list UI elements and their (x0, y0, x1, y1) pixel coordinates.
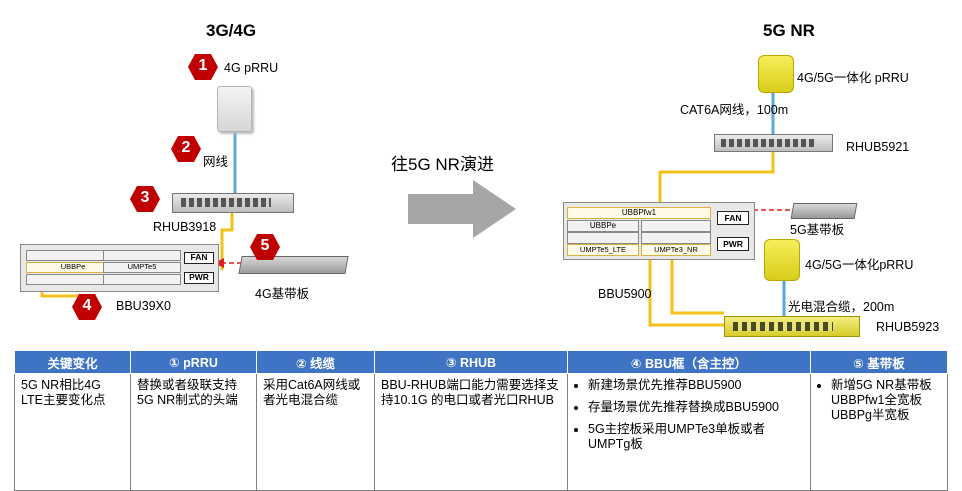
bbu39x0-pwr: PWR (184, 272, 214, 284)
bbu39x0-slot-4 (103, 250, 181, 261)
header-baseband: ⑤ 基带板 (810, 350, 948, 374)
bbu5900-chassis: UBBPfw1 UBBPe UMPTe5_LTE UMPTe3_NR FAN P… (563, 202, 755, 260)
bbu5900-slot-4 (567, 232, 639, 244)
bbu39x0-slot-6 (103, 274, 181, 285)
bbu5900-slot-ubbpe: UBBPe (567, 220, 639, 232)
header-key-change: 关键变化 (14, 350, 131, 374)
table-row: 5G NR相比4G LTE主要变化点 替换或者级联支持5G NR制式的头端 采用… (14, 373, 948, 491)
bbu5900-slot-umpte3: UMPTe3_NR (641, 244, 711, 256)
network-cable-label: 网线 (203, 155, 229, 169)
right-title: 5G NR (763, 21, 815, 40)
left-board-arrow-head (214, 258, 224, 268)
bbu39x0-fan: FAN (184, 252, 214, 264)
bbu5900-slot-5 (641, 232, 711, 244)
4g5g-prru-top-label: 4G/5G一体化 pRRU (797, 71, 909, 85)
left-title: 3G/4G (206, 21, 257, 40)
badge-2: 2 (171, 136, 201, 162)
4g5g-prru-mid-label: 4G/5G一体化pRRU (805, 258, 914, 272)
cat6a-label: CAT6A网线，100m (680, 103, 789, 117)
badge-3: 3 (130, 186, 160, 212)
4g-baseband-label: 4G基带板 (255, 287, 310, 301)
bbu5900-label: BBU5900 (598, 287, 652, 301)
bbu-rhub5923-cable (648, 254, 724, 327)
5g-baseband-label: 5G基带板 (790, 223, 845, 237)
cell-cable: 采用Cat6A网线或者光电混合缆 (256, 373, 375, 491)
key-changes-table: 关键变化 ① pRRU ② 线缆 ③ RHUB ④ BBU框（含主控） ⑤ 基带… (14, 350, 948, 491)
bbu-point-3: 5G主控板采用UMPTe3单板或者UMPTg板 (588, 422, 804, 452)
4g5g-prru-mid-device (764, 239, 800, 281)
rhub3918-device (172, 193, 294, 213)
bbu-rhub5923-cable-2 (670, 254, 724, 315)
rhub5921-label: RHUB5921 (846, 140, 910, 154)
cell-prru: 替换或者级联支持5G NR制式的头端 (130, 373, 257, 491)
header-prru: ① pRRU (130, 350, 257, 374)
bbu-point-1: 新建场景优先推荐BBU5900 (588, 378, 804, 393)
left-rhub-bbu-cable (220, 212, 234, 270)
bbu39x0-slot-umpte5: UMPTe5 (103, 262, 181, 273)
rhub5923-label: RHUB5923 (876, 320, 940, 334)
rhub5923-device (724, 316, 860, 337)
4g5g-prru-top-device (758, 55, 794, 93)
bbu39x0-label: BBU39X0 (116, 299, 171, 313)
bbu-point-2: 存量场景优先推荐替换成BBU5900 (588, 400, 804, 415)
badge-4: 4 (72, 294, 102, 320)
cell-key-change: 5G NR相比4G LTE主要变化点 (14, 373, 131, 491)
baseband-point-1: 新增5G NR基带板UBBPfw1全宽板UBBPg半宽板 (831, 378, 941, 423)
header-rhub: ③ RHUB (374, 350, 568, 374)
rhub3918-label: RHUB3918 (153, 220, 217, 234)
cell-rhub: BBU-RHUB端口能力需要选择支持10.1G 的电口或者光口RHUB (374, 373, 568, 491)
bbu5900-slot-umpte5: UMPTe5_LTE (567, 244, 639, 256)
cell-baseband: 新增5G NR基带板UBBPfw1全宽板UBBPg半宽板 (810, 373, 948, 491)
bbu5900-pwr: PWR (717, 237, 749, 251)
bbu5900-slot-3 (641, 220, 711, 232)
bbu5900-slot-ubbpfw1: UBBPfw1 (567, 207, 711, 219)
evolution-label: 往5G NR演进 (391, 155, 494, 174)
4g-prru-label: 4G pRRU (224, 61, 279, 75)
header-bbu: ④ BBU框（含主控） (567, 350, 811, 374)
5g-baseband-board (790, 203, 858, 219)
evolution-arrow-icon (408, 180, 516, 238)
right-cables (648, 90, 790, 327)
fiber-label: 光电混合缆，200m (788, 300, 895, 314)
bbu5900-fan: FAN (717, 211, 749, 225)
badge-1: 1 (188, 54, 218, 80)
badge-5: 5 (250, 234, 280, 260)
rhub5921-device (714, 134, 833, 152)
rhub5921-bbu-cable (658, 151, 775, 206)
bbu39x0-chassis: UBBPe UMPTe5 FAN PWR (20, 244, 219, 292)
4g-prru-device (217, 86, 252, 132)
table-header-row: 关键变化 ① pRRU ② 线缆 ③ RHUB ④ BBU框（含主控） ⑤ 基带… (14, 350, 948, 374)
header-cable: ② 线缆 (256, 350, 375, 374)
cell-bbu: 新建场景优先推荐BBU5900 存量场景优先推荐替换成BBU5900 5G主控板… (567, 373, 811, 491)
